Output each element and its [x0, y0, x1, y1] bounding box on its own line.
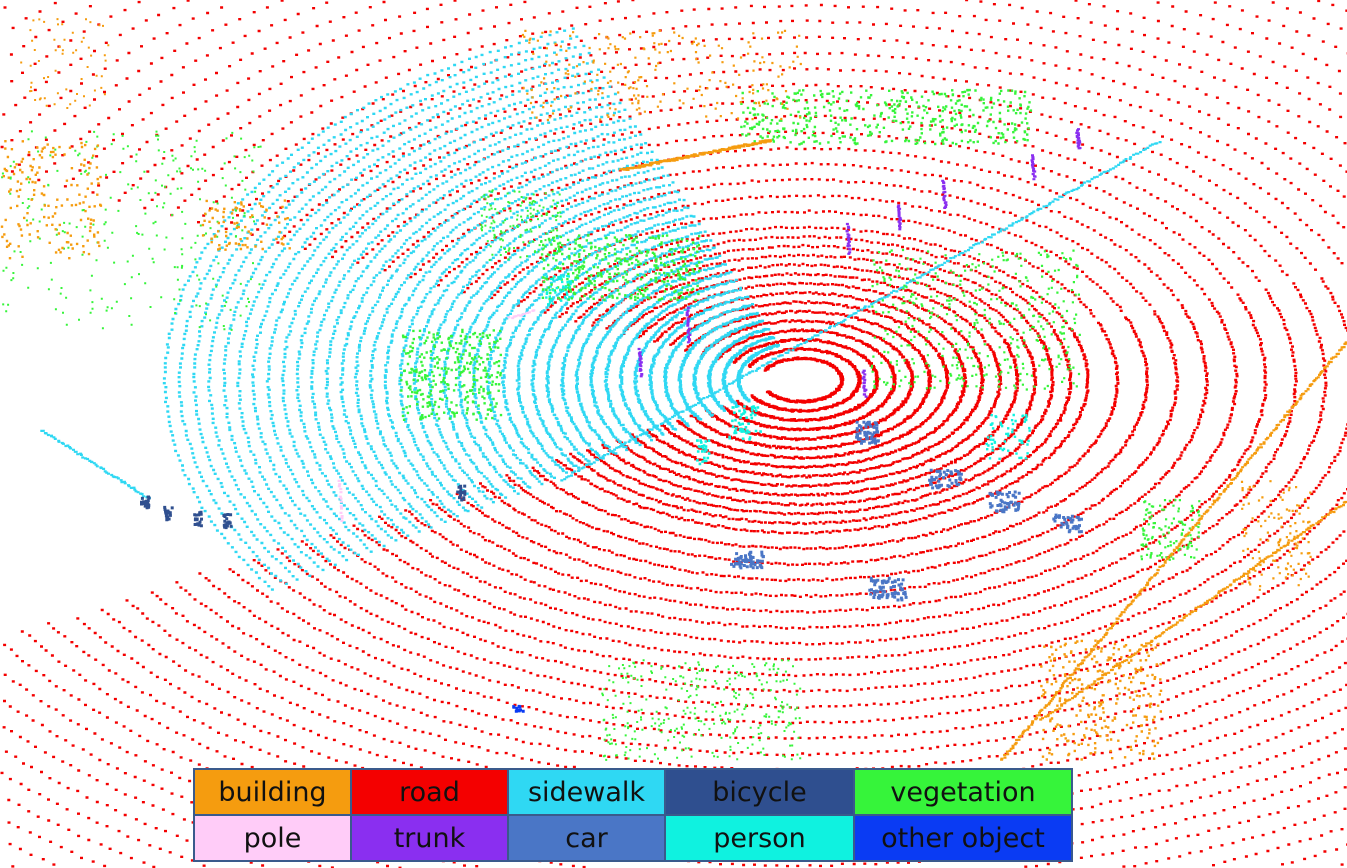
building-points — [0, 18, 1347, 761]
legend-building: building — [193, 768, 352, 816]
legend-road: road — [350, 768, 509, 816]
legend-bicycle: bicycle — [664, 768, 855, 816]
vegetation-points — [1, 88, 1201, 761]
legend-sidewalk: sidewalk — [507, 768, 666, 816]
legend-car: car — [507, 814, 666, 862]
legend-pole: pole — [193, 814, 352, 862]
sidewalk-points — [40, 27, 1162, 591]
legend-vegetation: vegetation — [853, 768, 1073, 816]
legend-other-object: other object — [853, 814, 1073, 862]
object-points — [140, 128, 1083, 713]
class-legend: building road sidewalk bicycle vegetatio… — [193, 768, 1073, 862]
legend-trunk: trunk — [350, 814, 509, 862]
legend-person: person — [664, 814, 855, 862]
